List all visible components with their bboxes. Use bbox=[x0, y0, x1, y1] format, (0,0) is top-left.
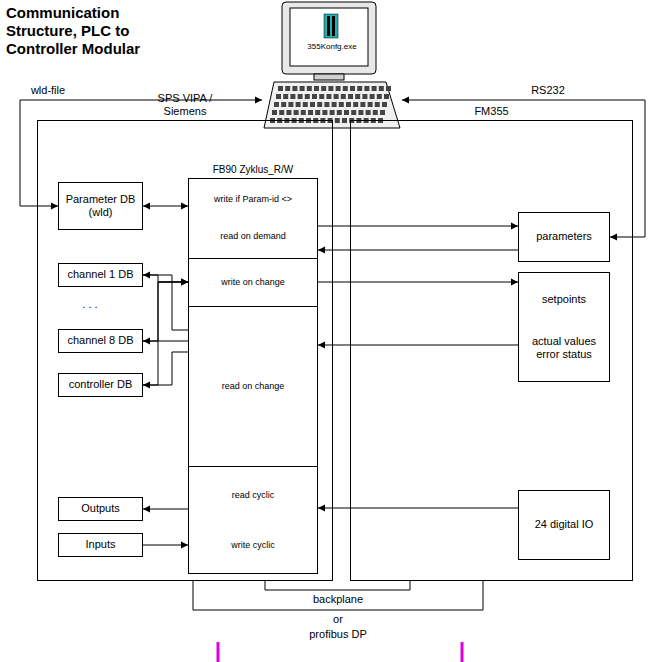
connector bbox=[143, 279, 188, 342]
diagram-title: Communication Structure, PLC to Controll… bbox=[6, 4, 154, 58]
connector-line bbox=[318, 226, 518, 227]
arrow-head bbox=[511, 223, 518, 230]
arrow-head bbox=[181, 279, 188, 286]
connector bbox=[143, 272, 188, 331]
connector bbox=[318, 342, 518, 349]
box-text: setpoints bbox=[542, 293, 586, 306]
connector-line bbox=[318, 250, 518, 251]
function-block: FB90 Zyklus_R/Wwrite if Param-id <>read … bbox=[188, 178, 318, 574]
connector-line bbox=[143, 275, 188, 330]
box-text: write if Param-id <> bbox=[214, 194, 292, 205]
plc-box: SPS VIPA / SiemensParameter DB (wld)FB90… bbox=[37, 120, 333, 581]
connector-line bbox=[143, 352, 188, 385]
backplane-bracket bbox=[193, 581, 483, 610]
arrow-head bbox=[318, 342, 325, 349]
box-text: read cyclic bbox=[232, 490, 275, 501]
connector bbox=[143, 338, 188, 345]
connector bbox=[143, 542, 188, 549]
fb-section: write on change bbox=[188, 258, 318, 306]
box-text: actual values error status bbox=[523, 335, 605, 361]
box-text: write on change bbox=[221, 277, 285, 288]
arrow-head bbox=[181, 542, 188, 549]
box-text: 24 digital IO bbox=[535, 518, 594, 531]
box-heading: FM355 bbox=[432, 105, 552, 118]
box-text: controller DB bbox=[69, 378, 133, 391]
box-text: write cyclic bbox=[231, 540, 275, 551]
connector bbox=[318, 247, 518, 254]
arrow-head bbox=[318, 505, 325, 512]
arrow-head bbox=[402, 97, 409, 104]
box-text: Inputs bbox=[86, 538, 116, 551]
db-box: Parameter DB (wld) bbox=[58, 182, 143, 230]
profibus-line bbox=[218, 642, 462, 662]
arrow-head bbox=[51, 203, 58, 210]
connector-line bbox=[143, 282, 188, 341]
fb-section: read on change bbox=[188, 306, 318, 466]
box-heading: SPS VIPA / Siemens bbox=[137, 92, 233, 118]
module-box: FM355parameterssetpointsactual values er… bbox=[350, 120, 633, 581]
note-label: backplane bbox=[311, 593, 365, 606]
edge-label: wld-file bbox=[29, 84, 67, 97]
connector bbox=[318, 505, 518, 512]
arrow-head bbox=[181, 279, 188, 286]
arrow-head bbox=[143, 272, 150, 279]
edge-label: RS232 bbox=[529, 84, 567, 97]
note-label: profibus DP bbox=[307, 628, 368, 641]
db-box: controller DB bbox=[58, 373, 143, 397]
note-label: . . . bbox=[80, 298, 99, 311]
arrow-head bbox=[255, 97, 262, 104]
connector bbox=[318, 279, 518, 286]
arrow-head bbox=[143, 203, 150, 210]
arrow-head bbox=[143, 338, 150, 345]
computer: 355Konfg.exe bbox=[262, 0, 402, 132]
box-text: channel 8 DB bbox=[67, 334, 133, 347]
connector-line bbox=[318, 345, 518, 346]
arrow-head bbox=[610, 234, 617, 241]
module-area: setpoints actual values error status bbox=[518, 272, 610, 382]
connector-line bbox=[318, 508, 518, 509]
box-text: channel 1 DB bbox=[67, 268, 133, 281]
connector bbox=[143, 352, 188, 389]
arrow-head bbox=[143, 506, 150, 513]
db-box: channel 1 DB bbox=[58, 263, 143, 287]
box-text: read on demand bbox=[220, 231, 286, 242]
io-box: Inputs bbox=[58, 533, 143, 557]
db-box: channel 8 DB bbox=[58, 329, 143, 353]
arrow-head bbox=[318, 247, 325, 254]
connector bbox=[318, 223, 518, 230]
module-area: 24 digital IO bbox=[518, 490, 610, 560]
file-name: 355Konfg.exe bbox=[262, 42, 402, 52]
box-text: Parameter DB (wld) bbox=[59, 193, 142, 219]
box-text: read on change bbox=[222, 381, 285, 392]
connector bbox=[143, 279, 188, 386]
arrow-head bbox=[181, 279, 188, 286]
arrow-head bbox=[143, 382, 150, 389]
io-box: Outputs bbox=[58, 497, 143, 521]
connector bbox=[143, 506, 188, 513]
connector-line bbox=[318, 282, 518, 283]
arrow-head bbox=[511, 279, 518, 286]
module-area: parameters bbox=[518, 212, 610, 262]
fb-section: read cyclic write cyclic bbox=[188, 466, 318, 574]
arrow-head bbox=[181, 203, 188, 210]
connector-line bbox=[143, 282, 188, 385]
box-heading: FB90 Zyklus_R/W bbox=[183, 164, 323, 176]
fb-section: write if Param-id <> read on demand bbox=[188, 178, 318, 258]
box-text: Outputs bbox=[81, 502, 120, 515]
box-text: parameters bbox=[536, 230, 592, 243]
note-label: or bbox=[331, 613, 345, 626]
connector bbox=[143, 203, 188, 210]
computer-drawing bbox=[262, 0, 402, 132]
